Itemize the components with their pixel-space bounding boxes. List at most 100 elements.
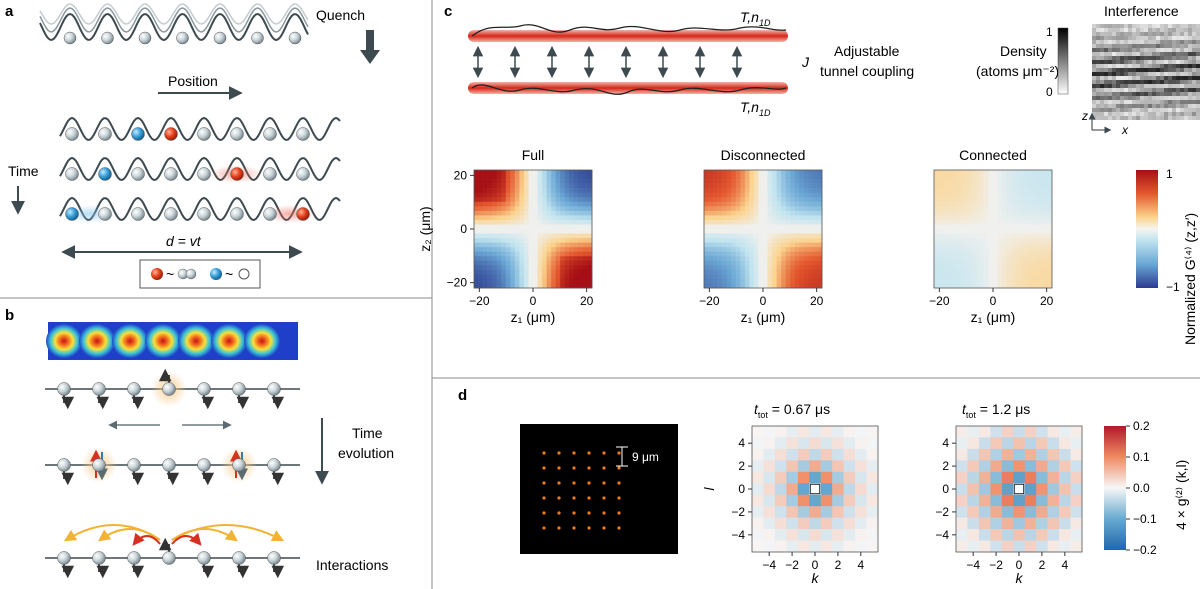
heatmap-cell [717, 224, 723, 230]
heatmap-cell [492, 201, 497, 207]
heatmap-cell [952, 215, 957, 221]
heatmap-cell [1011, 188, 1016, 193]
g2-cell [1036, 471, 1048, 484]
heatmap-cell [790, 183, 796, 189]
heatmap-cell [943, 224, 948, 230]
interference-pixel [1100, 64, 1104, 68]
heatmap-cell [505, 283, 511, 289]
g2-cell [774, 471, 787, 484]
heatmap-cell [983, 283, 989, 289]
interaction-arcs [63, 524, 285, 546]
heatmap-cell [564, 265, 570, 271]
heatmap-cell [708, 278, 714, 284]
interference-pixel [1172, 48, 1176, 52]
interference-pixel [1192, 116, 1196, 120]
g2-cell [1013, 506, 1026, 518]
heatmap-cell [1002, 206, 1007, 212]
heatmap-cell [722, 224, 727, 230]
heatmap-cell [492, 233, 497, 239]
heatmap-cell [753, 278, 759, 284]
interference-pixel [1120, 112, 1124, 116]
heatmap-cell [564, 274, 570, 280]
heatmap-cell [713, 206, 718, 212]
heatmap-cell [965, 229, 971, 234]
heatmap-cell [947, 274, 953, 280]
heatmap-cell [988, 283, 994, 289]
g2-cell [1001, 437, 1014, 450]
heatmap-cell [487, 179, 493, 184]
tweezer-dot [617, 511, 621, 515]
heatmap-cell [735, 283, 741, 289]
heatmap-cell [794, 210, 800, 216]
heatmap-cell [519, 283, 525, 289]
g2-cell [763, 483, 776, 496]
heatmap-cell [492, 247, 497, 252]
heatmap-cell [993, 210, 998, 216]
heatmap-cell [1011, 206, 1016, 212]
interference-pixel [1136, 84, 1140, 88]
heatmap-cell [776, 219, 782, 225]
heatmap-cell [753, 206, 759, 212]
interference-pixel [1128, 76, 1132, 80]
heatmap-cell [993, 238, 998, 243]
heatmap-cell [1011, 170, 1016, 175]
interference-pixel [1176, 116, 1180, 120]
interference-pixel [1176, 60, 1180, 64]
heatmap-cell [763, 242, 768, 248]
heatmap-cell [555, 265, 561, 271]
heatmap-cell [722, 265, 727, 271]
heatmap-cell [573, 242, 579, 248]
tweezer-dot [602, 466, 606, 470]
panel-letter-d: d [458, 387, 467, 404]
doublon [296, 207, 310, 221]
heatmap-cell [496, 206, 502, 212]
interference-pixel [1152, 48, 1156, 52]
heatmap-cell [523, 206, 529, 212]
interference-pixel [1120, 68, 1124, 72]
heatmap-cell [587, 274, 593, 280]
interference-pixel [1160, 28, 1164, 32]
heatmap-cell [713, 265, 718, 271]
interference-pixel [1108, 100, 1112, 104]
g2-cell [786, 517, 799, 530]
heatmap-cell [555, 210, 561, 216]
heatmap-cell [587, 260, 593, 266]
heatmap-cell [523, 265, 529, 271]
interference-pixel [1192, 40, 1196, 44]
heatmap-cell [790, 274, 796, 280]
heatmap-cell [983, 256, 989, 262]
interference-pixel [1180, 116, 1184, 120]
heatmap-cell [1011, 183, 1016, 189]
atom [197, 127, 211, 141]
heatmap-cell [772, 174, 777, 180]
heatmap-cell [704, 233, 709, 239]
heatmap-cell [763, 219, 768, 225]
heatmap-cell [717, 229, 723, 234]
g2-cell [855, 506, 867, 518]
heatmap-cell [551, 274, 556, 280]
heatmap-cell [573, 210, 579, 216]
interference-pixel [1196, 36, 1200, 40]
heatmap-cell [569, 174, 575, 180]
heatmap-cell [934, 229, 939, 234]
heatmap-cell [578, 274, 584, 280]
heatmap-cell [514, 183, 520, 189]
heatmap-cell [740, 219, 746, 225]
heatmap-cell [560, 278, 566, 284]
heatmap-cell [519, 251, 525, 257]
l-tick-label: 4 [738, 436, 745, 450]
heatmap-cell [713, 201, 718, 207]
heatmap-cell [496, 247, 502, 252]
interference-pixel [1144, 96, 1148, 100]
heatmap-cell [573, 206, 579, 212]
heatmap-cell [803, 238, 809, 243]
interference-pixel [1164, 104, 1168, 108]
heatmap-cell [740, 251, 746, 257]
heatmap-cell [555, 242, 561, 248]
tweezer-dot [602, 481, 606, 485]
heatmap-cell [803, 260, 809, 266]
interference-pixel [1100, 116, 1104, 120]
heatmap-cell [735, 183, 741, 189]
interference-pixel [1192, 84, 1196, 88]
interference-pixel [1172, 52, 1176, 56]
